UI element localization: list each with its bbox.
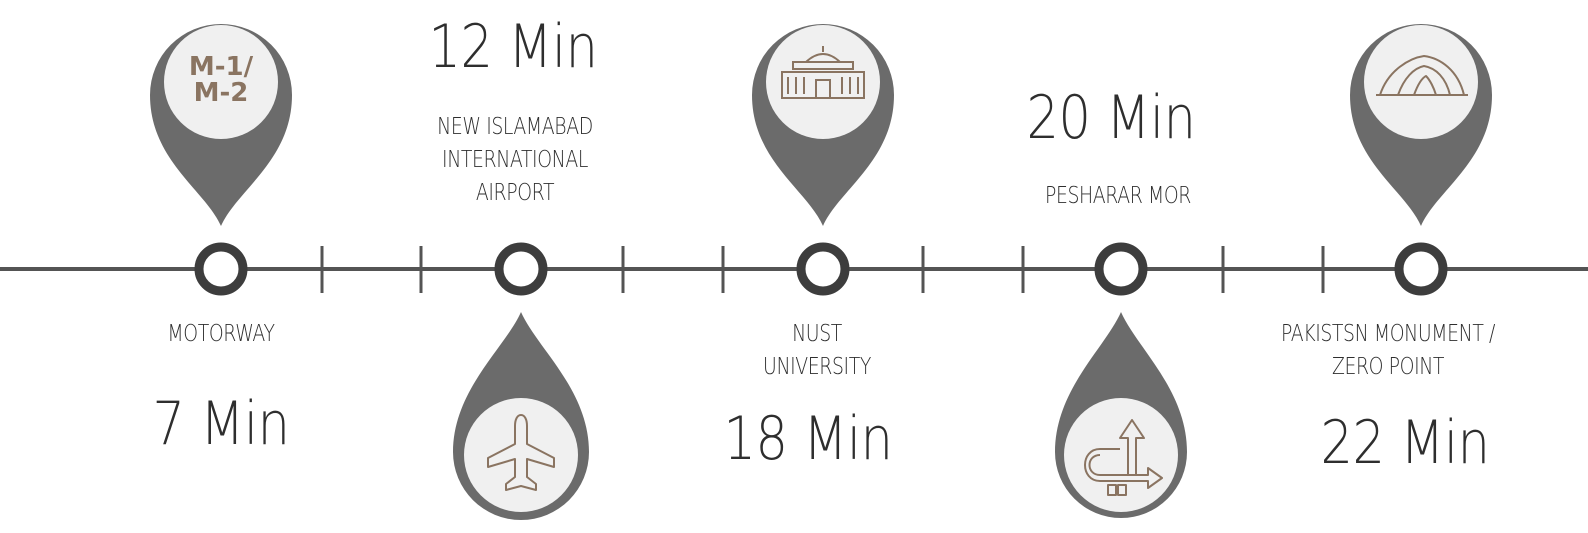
timeline-nodes [194, 242, 1448, 296]
stop-time-nust: 18 Min [723, 404, 893, 474]
timeline-ticks [320, 246, 1325, 293]
stop-time-airport: 12 Min [428, 12, 598, 82]
stop-label-pesharar: PESHARAR MOR [1044, 183, 1191, 209]
stop-label-nust: NUST UNIVERSITY [763, 321, 871, 380]
interchange-arrow-icon [1084, 419, 1163, 496]
map-pin-monument [1350, 24, 1492, 226]
stop-label-motorway: MOTORWAY [167, 321, 275, 347]
stop-label-airport: NEW ISLAMABAD INTERNATIONAL AIRPORT [437, 114, 593, 206]
map-pin-motorway: M-1/ M-2 [150, 24, 292, 226]
badge-text-line1: M-1/ [189, 52, 254, 82]
university-building-icon [781, 46, 865, 99]
stop-node-airport [494, 242, 548, 296]
stop-node-monument [1394, 242, 1448, 296]
stop-label-monument: PAKISTSN MONUMENT / ZERO POINT [1281, 321, 1495, 380]
badge-text-line2: M-2 [194, 78, 249, 108]
monument-icon [1376, 55, 1468, 96]
map-pin-nust [752, 24, 894, 226]
stop-node-motorway [194, 242, 248, 296]
motorway-badge-icon: M-1/ M-2 [189, 52, 254, 108]
stop-node-nust [796, 242, 850, 296]
stop-time-motorway: 7 Min [152, 389, 290, 459]
airplane-icon [487, 414, 555, 491]
stop-time-monument: 22 Min [1320, 408, 1490, 478]
stop-node-pesharar [1094, 242, 1148, 296]
stop-time-pesharar: 20 Min [1026, 83, 1196, 153]
map-pin-airport [453, 312, 589, 520]
map-pin-pesharar [1055, 312, 1187, 518]
